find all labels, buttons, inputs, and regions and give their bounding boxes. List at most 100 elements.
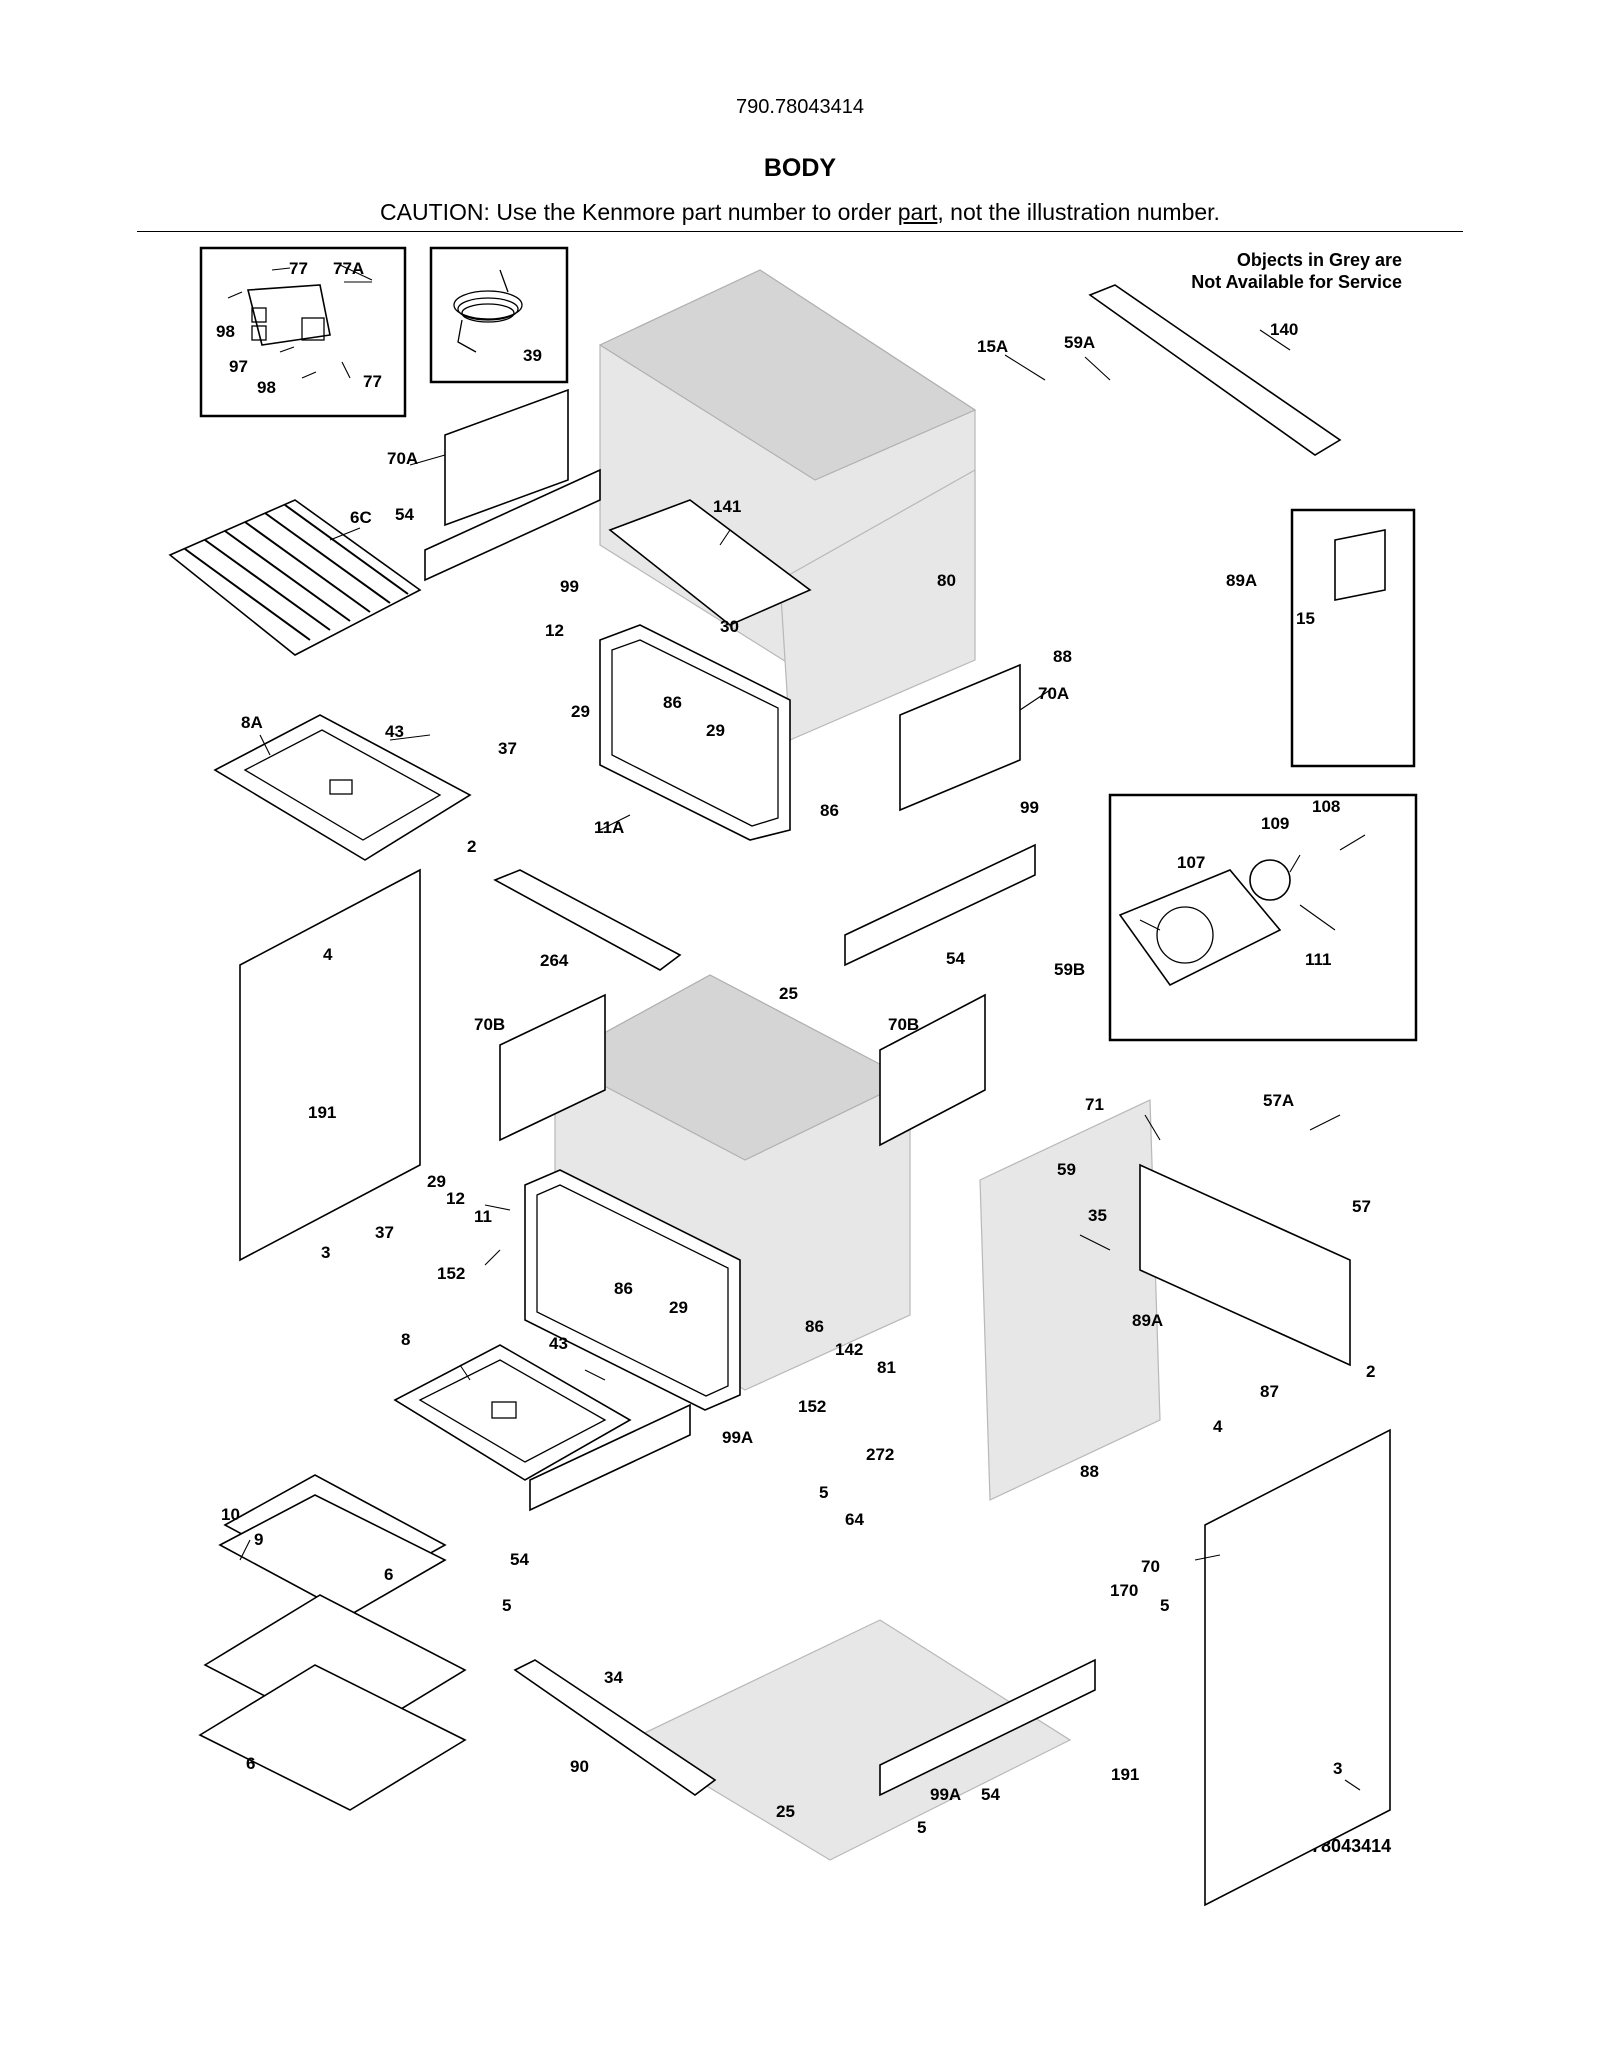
callout-99a-upper: 99A (722, 1428, 753, 1447)
callout-81: 81 (877, 1358, 896, 1377)
callout-2-lower: 2 (1366, 1362, 1375, 1381)
bake-panel-8 (393, 1344, 632, 1481)
callout-99-right: 99 (1020, 798, 1039, 817)
callout-191-right: 191 (1111, 1765, 1139, 1784)
oven-rack-6c (168, 499, 422, 656)
callout-54-bottom: 54 (981, 1785, 1000, 1804)
callout-8a: 8A (241, 713, 263, 732)
callout-6-upper: 6 (384, 1565, 393, 1584)
oven-door-frame-upper (599, 624, 791, 841)
callout-152-right: 152 (798, 1397, 826, 1416)
callout-54-upper: 54 (395, 505, 414, 524)
callout-9: 9 (254, 1530, 263, 1549)
trim-141 (608, 499, 812, 626)
callout-25-lower: 25 (776, 1802, 795, 1821)
callout-11a: 11A (594, 818, 624, 837)
callout-3-right: 3 (1333, 1759, 1342, 1778)
insulation-panel-70b-right (879, 993, 986, 1147)
callout-86-upper-b: 86 (820, 801, 839, 820)
callout-30: 30 (720, 617, 739, 636)
callout-59b: 59B (1054, 960, 1085, 979)
slide-rail-upper-left (424, 468, 601, 582)
sensor-15 (1334, 529, 1386, 601)
callout-15: 15 (1296, 609, 1315, 628)
callout-152-left: 152 (437, 1264, 465, 1283)
callout-11: 11 (474, 1207, 492, 1226)
callout-35: 35 (1088, 1206, 1107, 1225)
inset-convection-fan (1108, 793, 1418, 1042)
callout-108: 108 (1312, 797, 1340, 816)
grey-note-line-2: Not Available for Service (1191, 272, 1402, 292)
callout-77-bottom: 77 (363, 372, 382, 391)
insulation-panel-70a-upper (444, 388, 569, 527)
callout-70a-upper: 70A (387, 449, 418, 468)
callout-39: 39 (523, 346, 542, 365)
callout-109: 109 (1261, 814, 1289, 833)
insulation-panel-70b-left (499, 993, 606, 1142)
callout-89a-upper: 89A (1226, 571, 1257, 590)
callout-54-lower: 54 (510, 1550, 529, 1569)
inset-sensor (1290, 508, 1416, 768)
callout-59a: 59A (1064, 333, 1095, 352)
callout-88-upper: 88 (1053, 647, 1072, 666)
callout-5-c: 5 (1160, 1596, 1169, 1615)
callout-99-upper: 99 (560, 577, 579, 596)
callout-90: 90 (570, 1757, 589, 1776)
callout-98-top: 98 (216, 322, 235, 341)
callout-70b-left: 70B (474, 1015, 505, 1034)
callout-111: 111 (1305, 950, 1332, 969)
callout-57a: 57A (1263, 1091, 1294, 1110)
callout-43-upper: 43 (385, 722, 404, 741)
callout-97: 97 (229, 357, 248, 376)
callout-70: 70 (1141, 1557, 1160, 1576)
broil-pan (218, 1474, 447, 1616)
callout-12-upper: 12 (545, 621, 564, 640)
leader-lines (239, 329, 1366, 1791)
caution-text-start: CAUTION: Use the Kenmore part number to … (380, 199, 898, 225)
callout-71: 71 (1085, 1095, 1104, 1114)
convection-fan-cover-107 (1118, 869, 1282, 987)
callout-141: 141 (713, 497, 741, 516)
callout-77-top: 77 (289, 259, 308, 278)
callout-5-b: 5 (502, 1596, 511, 1615)
callout-29-lower-b: 29 (669, 1298, 688, 1317)
slide-rail-upper-right (844, 843, 1036, 967)
caution-part-word: part (897, 199, 938, 225)
callout-99a-lower: 99A (930, 1785, 961, 1804)
slide-rail-lower-left (529, 1403, 691, 1512)
callout-70b-right: 70B (888, 1015, 919, 1034)
callout-59: 59 (1057, 1160, 1076, 1179)
callout-80: 80 (937, 571, 956, 590)
callout-4-right: 4 (1213, 1417, 1223, 1436)
callout-25-upper: 25 (779, 984, 798, 1003)
callout-4-left: 4 (323, 945, 333, 964)
trim-264 (493, 869, 682, 971)
slide-rail-lower-right (879, 1658, 1096, 1797)
callout-57: 57 (1352, 1197, 1371, 1216)
side-panel-3-left (239, 868, 421, 1262)
callout-107: 107 (1177, 853, 1205, 872)
callout-272: 272 (866, 1445, 894, 1464)
callout-86-lower-a: 86 (614, 1279, 633, 1298)
callout-3-left: 3 (321, 1243, 330, 1262)
section-title: BODY (763, 154, 837, 182)
callout-12-lower: 12 (446, 1189, 465, 1208)
bake-panel-8a (213, 714, 472, 861)
callout-140: 140 (1270, 320, 1298, 339)
inset-power-cord (429, 246, 569, 384)
callout-264: 264 (540, 951, 569, 970)
duct-140 (1088, 284, 1342, 456)
callout-2-upper: 2 (467, 837, 476, 856)
callout-86-lower-b: 86 (805, 1317, 824, 1336)
callout-142: 142 (835, 1340, 863, 1359)
callout-6-lower: 6 (246, 1754, 255, 1773)
model-number: 790.78043414 (736, 96, 864, 118)
grey-note-line-1: Objects in Grey are (1236, 250, 1402, 270)
rear-panel-71 (1139, 1163, 1351, 1367)
callout-54-right: 54 (946, 949, 965, 968)
grey-bottom-panels (628, 1099, 1161, 1861)
callout-8: 8 (401, 1330, 410, 1349)
grey-objects-note: Objects in Grey are Not Available for Se… (1191, 249, 1402, 293)
callout-86-upper-a: 86 (663, 693, 682, 712)
control-board-part (227, 264, 373, 379)
